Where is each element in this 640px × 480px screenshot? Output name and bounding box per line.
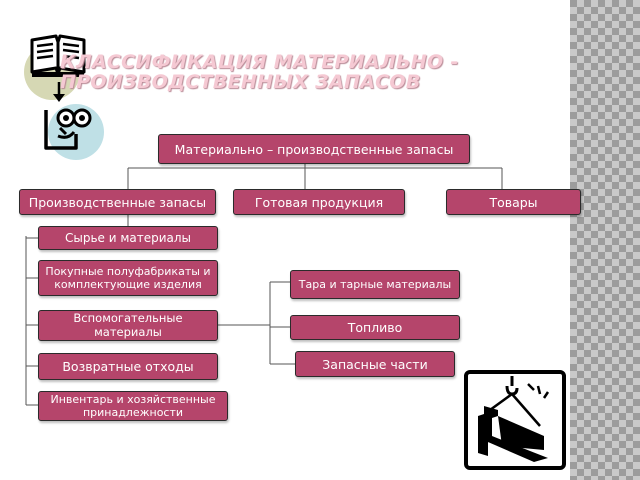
left-item-returnable-waste: Возвратные отходы <box>38 353 218 380</box>
arrow-down-icon <box>52 82 66 104</box>
left-item-inventory-supplies: Инвентарь и хозяйственные принадлежности <box>38 391 228 421</box>
right-item-spare-parts: Запасные части <box>295 351 455 377</box>
left-item-auxiliary-materials: Вспомогательные материалы <box>38 310 218 341</box>
root-node: Материально – производственные запасы <box>158 134 470 164</box>
slide-title: Классификация материально - производстве… <box>60 51 459 93</box>
left-item-raw-materials: Сырье и материалы <box>38 226 218 250</box>
right-item-containers: Тара и тарные материалы <box>290 270 460 299</box>
reading-person-icon <box>40 104 98 154</box>
left-item-semi-finished: Покупные полуфабрикаты и комплектующие и… <box>38 260 218 296</box>
category-finished-goods: Готовая продукция <box>233 189 405 215</box>
book-icon <box>28 34 88 80</box>
category-production: Производственные запасы <box>19 189 216 215</box>
checker-border-decoration <box>570 0 640 480</box>
category-goods: Товары <box>446 189 581 215</box>
right-item-fuel: Топливо <box>290 315 460 340</box>
crane-beam-icon <box>464 370 566 470</box>
